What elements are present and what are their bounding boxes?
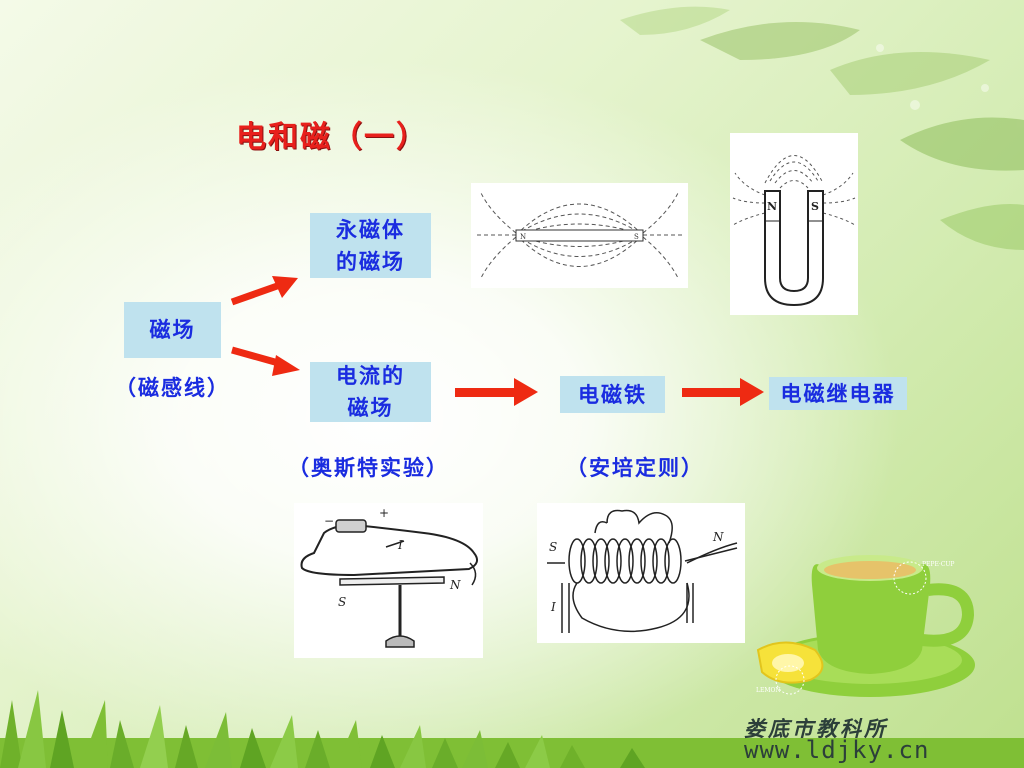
u-magnet-field-figure: N S — [730, 133, 858, 315]
u-magnet-pole-s: S — [811, 200, 819, 213]
teacup-decoration — [756, 555, 975, 697]
oersted-pole-s: S — [338, 595, 346, 609]
permanent-magnet-field-box: 永磁体 的磁场 — [310, 213, 431, 278]
arrow-to-electromagnet — [455, 378, 538, 406]
ampere-rule-note: （安培定则） — [566, 455, 704, 480]
bar-magnet-pole-n: N — [520, 233, 526, 241]
foliage-decoration — [620, 6, 1024, 250]
current-field-box: 电流的 磁场 — [310, 362, 431, 422]
solenoid-pole-n: N — [712, 530, 724, 544]
relay-box: 电磁继电器 — [769, 377, 907, 410]
oersted-experiment-figure: − + I S N — [294, 503, 483, 658]
solenoid-pole-s: S — [549, 540, 557, 554]
current-field-line2: 磁场 — [347, 395, 394, 420]
field-lines-note: （磁感线） — [115, 375, 230, 400]
arrow-to-relay — [682, 378, 764, 406]
bar-magnet-drawing: N S — [476, 192, 683, 279]
watermark-name: 娄底市教科所 — [744, 716, 888, 741]
electromagnet-box: 电磁铁 — [560, 376, 665, 413]
permanent-magnet-field-line2: 的磁场 — [336, 248, 405, 274]
solenoid-current: I — [550, 600, 556, 614]
bar-magnet-field-figure: N S — [471, 183, 688, 288]
cup-label: PEPE·CUP — [922, 561, 954, 568]
oersted-drawing: − + I S N — [300, 506, 479, 648]
oersted-minus: − — [324, 514, 334, 528]
u-magnet-pole-n: N — [767, 200, 777, 213]
lemon-label: LEMON — [756, 687, 781, 694]
slide-title: 电和磁（一） — [236, 120, 428, 155]
current-field-line1: 电流的 — [336, 363, 405, 388]
watermark-url: www.ldjky.cn — [744, 736, 930, 764]
magnetic-field-box: 磁场 — [124, 302, 221, 358]
oersted-current: I — [397, 538, 403, 552]
u-magnet-drawing: N S — [732, 155, 856, 307]
oersted-pole-n: N — [449, 578, 461, 592]
relay-label: 电磁继电器 — [780, 380, 896, 406]
arrow-to-current-field — [231, 346, 300, 376]
solenoid-drawing: S N I — [547, 509, 738, 633]
electromagnet-label: 电磁铁 — [578, 381, 647, 407]
grass-decoration — [0, 690, 1024, 768]
ampere-rule-figure: S N I — [537, 503, 745, 643]
magnetic-field-label: 磁场 — [149, 317, 196, 342]
bar-magnet-pole-s: S — [634, 233, 639, 241]
permanent-magnet-field-line1: 永磁体 — [336, 216, 405, 242]
oersted-plus: + — [379, 506, 389, 520]
arrow-to-permanent-field — [230, 276, 298, 306]
oersted-experiment-note: （奥斯特实验） — [288, 455, 449, 480]
